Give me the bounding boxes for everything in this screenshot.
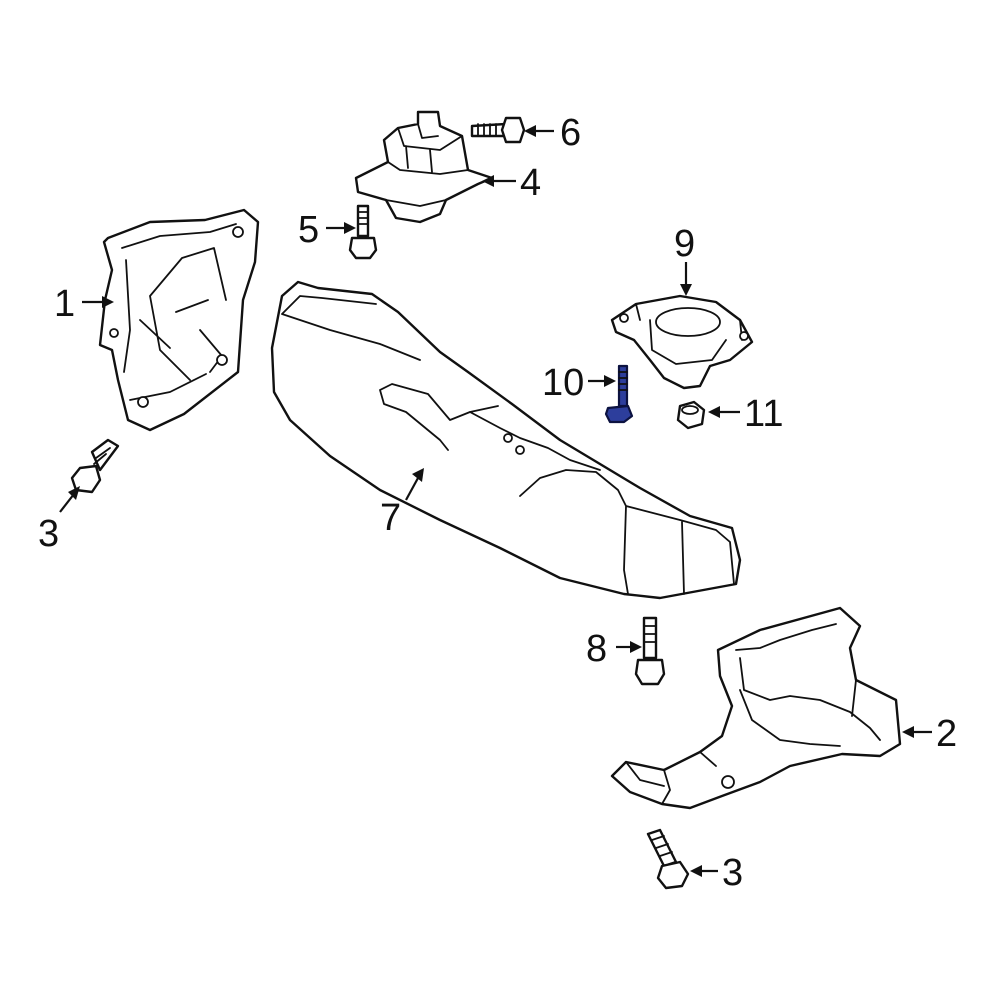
part-1-bracket [98,208,260,432]
leader-3-lower [690,865,718,877]
leader-4 [482,175,516,187]
leader-1 [82,296,114,308]
part-7-crossmember [270,280,742,600]
leader-8 [616,641,642,653]
part-4-mount [354,110,494,224]
part-11-nut [676,400,706,430]
callout-5: 5 [298,209,319,251]
callout-7: 7 [380,497,401,539]
leader-5 [326,222,356,234]
callout-11: 11 [744,393,783,435]
callout-9: 9 [674,223,695,265]
part-8-bolt [634,616,666,686]
callout-10: 10 [542,362,584,404]
part-9-mount [610,294,754,390]
callout-4: 4 [520,162,541,204]
leader-6 [524,125,554,137]
part-3-bolt-lower [646,828,690,890]
part-5-bolt [348,204,378,260]
callout-8: 8 [586,628,607,670]
part-10-bolt-highlighted [604,364,634,424]
leader-9 [680,262,692,296]
part-3-bolt-upper [70,438,120,494]
leader-10 [588,375,616,387]
callout-3-upper: 3 [38,513,59,555]
part-2-bracket [610,606,902,810]
part-10-head [604,404,634,424]
part-6-bolt [470,116,526,144]
leader-3-upper [59,486,80,513]
leader-11 [708,406,740,418]
leader-7 [405,468,424,501]
callout-2: 2 [936,713,957,755]
leader-2 [902,726,932,738]
callout-6: 6 [560,112,581,154]
callout-3-lower: 3 [722,852,743,894]
callout-1: 1 [54,283,75,325]
